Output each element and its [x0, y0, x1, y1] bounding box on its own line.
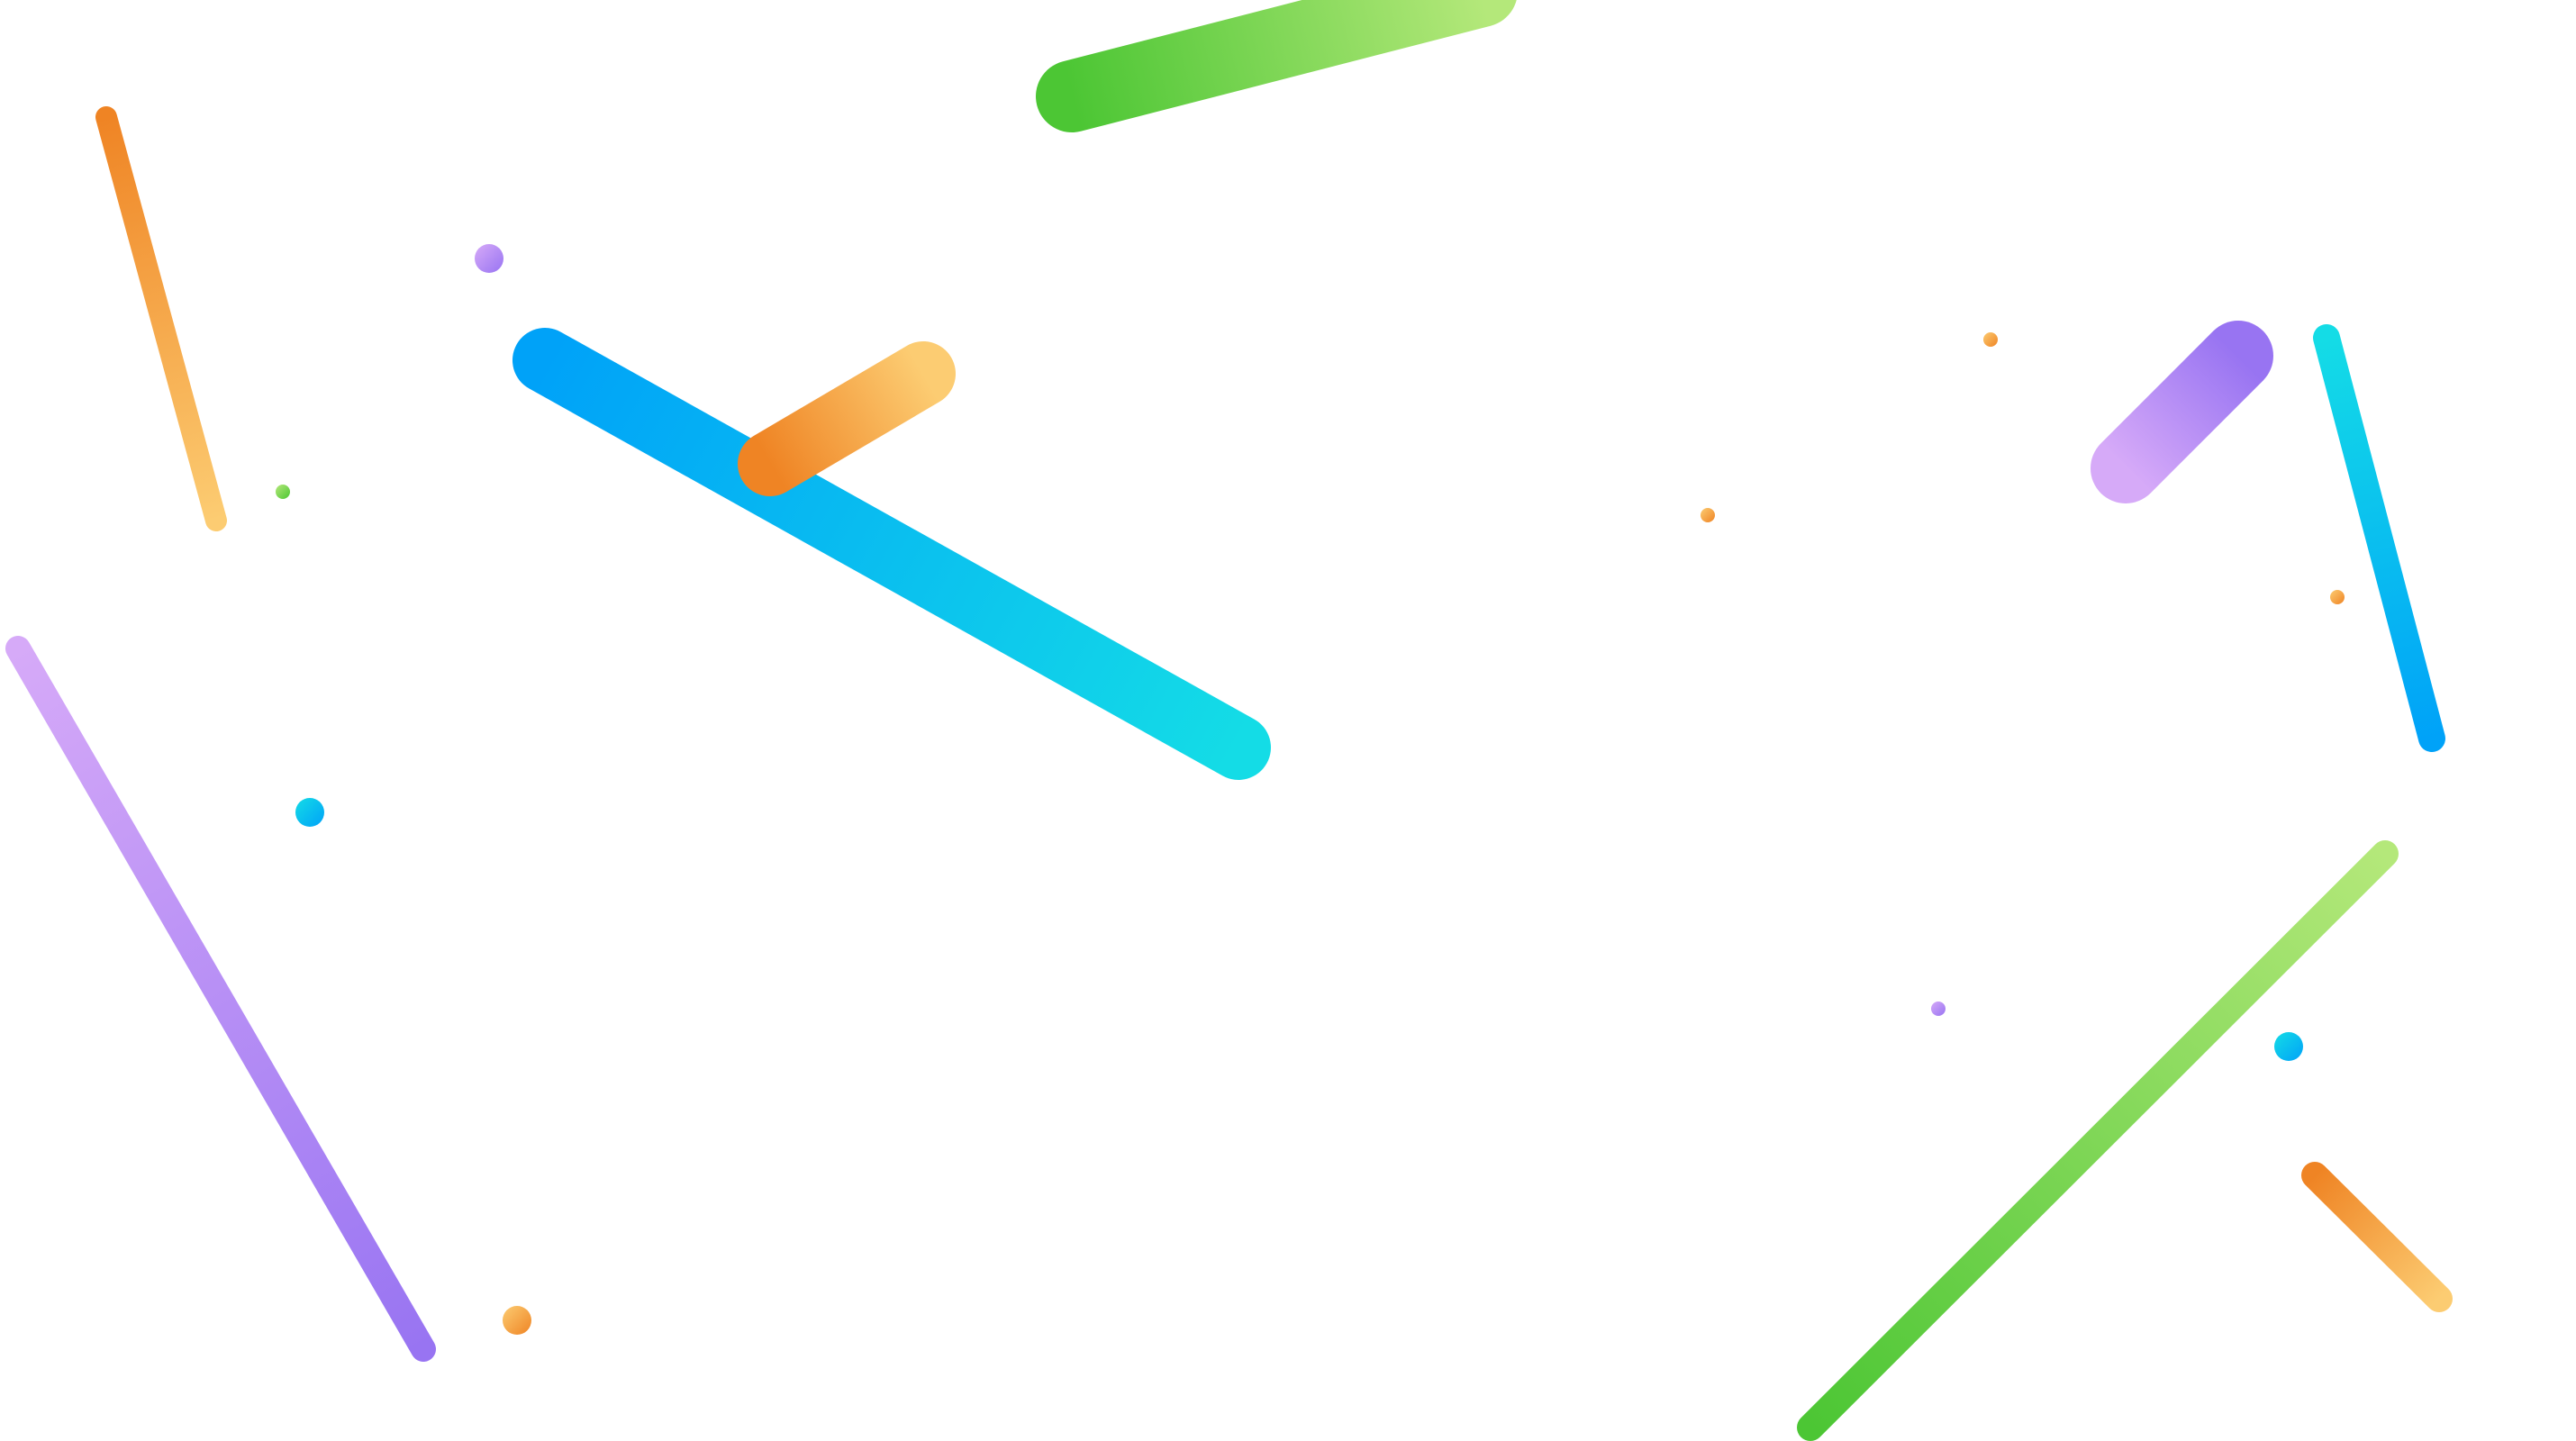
purple-dot	[475, 244, 503, 273]
green-streak-right	[1797, 840, 2399, 1441]
blue-dot	[2274, 1032, 2303, 1061]
green-streak-top	[1036, 0, 1517, 132]
orange-dot	[1701, 508, 1715, 522]
purple-streak-left	[5, 636, 436, 1362]
orange-streak-center	[738, 341, 956, 496]
streak-layer	[5, 0, 2453, 1441]
orange-dot	[503, 1306, 531, 1335]
dot-layer	[276, 244, 2345, 1335]
orange-streak-right	[2301, 1162, 2453, 1312]
orange-dot	[2330, 590, 2345, 604]
purple-streak-right	[2091, 321, 2273, 503]
green-dot	[276, 485, 290, 499]
blue-dot	[295, 798, 324, 827]
orange-streak-left	[95, 106, 227, 531]
orange-dot	[1983, 332, 1998, 347]
purple-dot	[1931, 1001, 1946, 1016]
blue-streak-right	[2313, 324, 2445, 752]
blue-streak-center	[512, 328, 1271, 780]
